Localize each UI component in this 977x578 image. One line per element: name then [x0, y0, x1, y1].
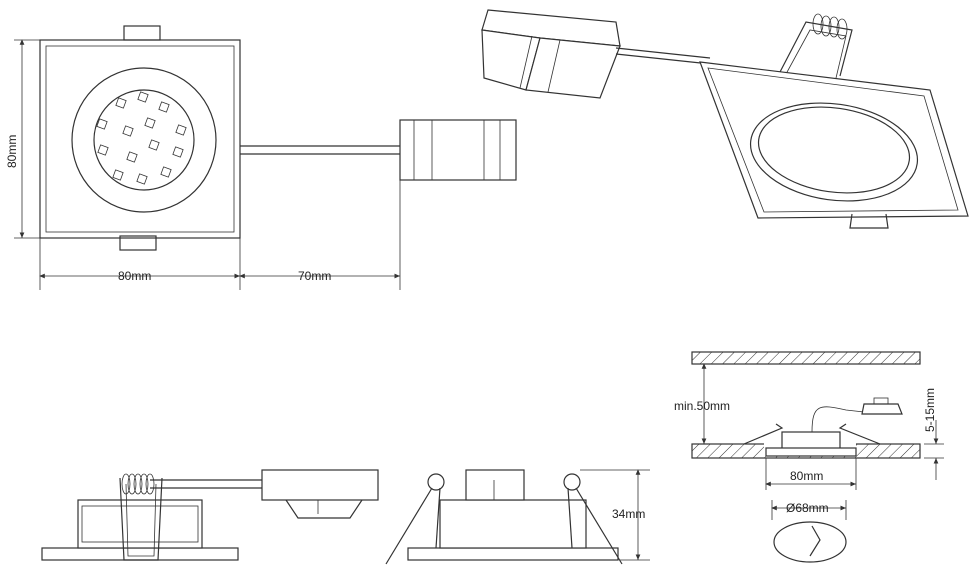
cable-dimension: 70mm	[298, 269, 331, 283]
lens	[93, 89, 195, 191]
height-dimension: 80mm	[5, 135, 19, 168]
cutout-hole	[773, 521, 847, 563]
top-clip	[123, 25, 161, 41]
front-view: 80mm 80mm 70mm	[5, 25, 517, 290]
led-chips	[96, 91, 187, 185]
bottom-clip	[119, 235, 157, 251]
ceiling-thickness-dimension: 5-15mm	[923, 388, 937, 432]
diameter-dimension: Ø68mm	[786, 501, 829, 515]
upper-slab	[691, 351, 921, 365]
side-view-right: 34mm	[385, 469, 650, 565]
clearance-dimension: min.50mm	[674, 399, 730, 413]
spring-coil	[121, 473, 155, 495]
width-dimension: 80mm	[118, 269, 151, 283]
bezel-ring	[71, 67, 217, 213]
housing-outer	[39, 39, 241, 239]
driver-box-top	[399, 119, 517, 181]
housing-inner	[45, 45, 235, 233]
side-view-left	[41, 469, 379, 561]
height-34-dimension: 34mm	[612, 507, 645, 521]
cutout-dimension: 80mm	[790, 469, 823, 483]
isometric-view	[481, 9, 969, 229]
installation-view: min.50mm 5-15mm 80mm Ø68mm	[674, 351, 944, 563]
